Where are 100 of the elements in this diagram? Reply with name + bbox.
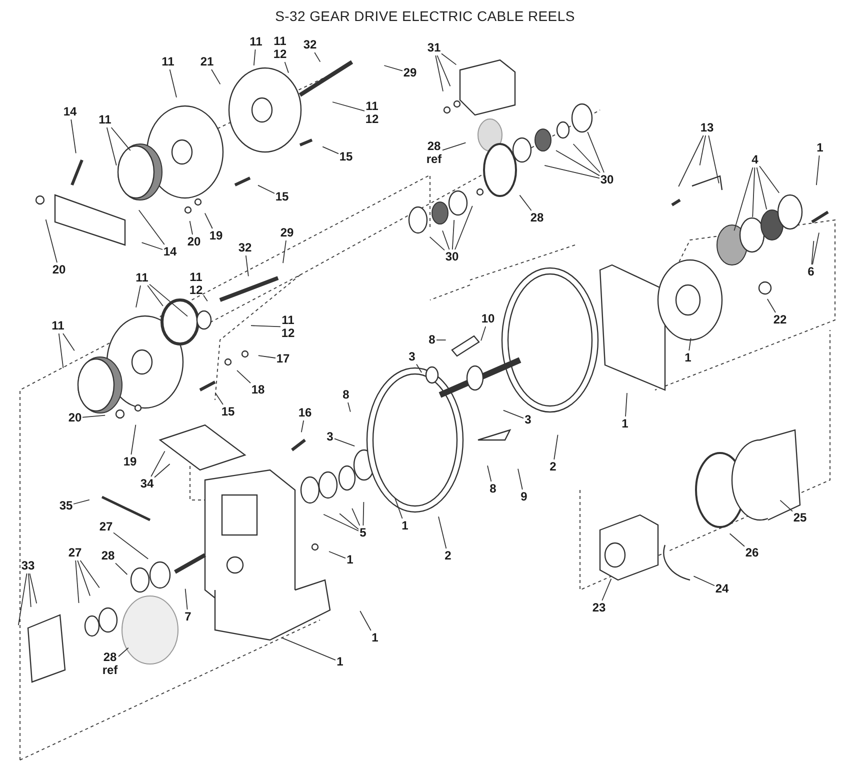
callout-number: 21 <box>200 55 214 69</box>
callout-number: 28 ref <box>426 140 442 166</box>
leader-line <box>442 142 466 151</box>
leader-line <box>556 150 600 176</box>
callout-number: 11 <box>98 113 112 127</box>
callout-number: 16 <box>298 406 312 420</box>
callout-number: 28 <box>530 211 544 225</box>
leader-line <box>300 420 304 433</box>
callout-number: 27 <box>68 546 82 560</box>
leader-line <box>339 513 359 530</box>
callout-number: 8 <box>428 333 436 347</box>
leader-line <box>441 53 457 66</box>
leader-line <box>204 212 213 229</box>
leader-line <box>314 52 321 62</box>
callout-number: 18 <box>251 383 265 397</box>
leader-line <box>282 240 286 264</box>
callout-number: 15 <box>221 405 235 419</box>
callout-number: 14 <box>163 245 177 259</box>
callout-number: 29 <box>403 66 417 80</box>
callout-number: 11 <box>250 35 262 49</box>
leader-line <box>554 434 558 460</box>
leader-line <box>429 236 445 251</box>
leader-line <box>149 284 188 317</box>
leader-line <box>141 242 163 250</box>
leader-line <box>587 131 604 173</box>
callout-number: 20 <box>52 263 66 277</box>
callout-number: 11 12 <box>281 314 295 340</box>
leader-line <box>436 55 451 87</box>
leader-line <box>77 560 90 596</box>
callout-number: 7 <box>184 610 192 624</box>
callout-number: 20 <box>68 411 82 425</box>
leader-line <box>766 298 776 313</box>
leader-line <box>203 294 208 302</box>
leader-line <box>384 65 403 72</box>
callout-number: 1 <box>346 553 354 567</box>
leader-line <box>734 167 754 232</box>
leader-line <box>362 502 364 526</box>
callout-number: 11 <box>136 271 148 285</box>
leader-line <box>18 573 28 626</box>
callout-number: 3 <box>524 413 532 427</box>
leader-line <box>75 560 80 604</box>
leader-line <box>253 49 256 66</box>
callout-number: 29 <box>280 226 294 240</box>
leader-line <box>138 210 165 245</box>
callout-number: 32 <box>303 38 317 52</box>
callout-number: 25 <box>793 511 807 525</box>
leader-line <box>756 167 768 210</box>
callout-number: 20 <box>187 235 201 249</box>
leader-line <box>811 240 814 265</box>
leader-line <box>348 402 351 412</box>
leader-line <box>28 573 32 608</box>
leader-line <box>328 551 346 559</box>
callout-number: 30 <box>445 250 459 264</box>
leader-line <box>154 464 170 478</box>
leader-line <box>435 55 444 92</box>
leader-line <box>45 219 58 263</box>
leader-line <box>189 220 193 235</box>
leader-line <box>442 230 450 250</box>
callout-number: 23 <box>592 601 606 615</box>
callout-number: 28 <box>101 549 115 563</box>
leader-line <box>281 637 336 661</box>
leader-line <box>454 205 473 250</box>
callout-number: 1 <box>372 631 378 645</box>
leader-line <box>699 135 706 166</box>
callout-number: 11 12 <box>273 34 287 62</box>
callout-number: 26 <box>745 546 759 560</box>
callout-number: 1 <box>402 519 408 533</box>
leader-line <box>519 194 532 211</box>
leader-line <box>752 167 756 218</box>
leader-line <box>322 146 339 154</box>
leader-line <box>250 325 281 328</box>
leader-line <box>708 135 720 184</box>
leader-line <box>236 370 251 384</box>
callout-number: 17 <box>276 352 290 366</box>
callout-number: 11 12 <box>365 100 379 126</box>
callout-number: 14 <box>63 105 77 119</box>
callout-number: 22 <box>773 313 787 327</box>
leader-line <box>284 62 289 74</box>
leader-line <box>544 164 600 179</box>
leader-line <box>211 69 221 85</box>
leader-line <box>688 338 692 351</box>
leader-line <box>416 364 422 373</box>
callout-number: 27 <box>99 520 113 534</box>
leader-line <box>816 155 820 186</box>
callout-number: 13 <box>700 121 714 135</box>
callout-number: 2 <box>550 460 556 474</box>
leader-line <box>323 514 359 532</box>
callout-number: 31 <box>427 41 441 55</box>
leader-line <box>360 610 372 631</box>
leader-line <box>452 220 455 250</box>
callout-number: 5 <box>360 526 366 540</box>
callout-number: 11 <box>52 319 64 333</box>
leader-line <box>150 450 166 477</box>
leader-line <box>625 392 628 417</box>
callout-number: 28 ref <box>102 650 118 678</box>
leader-line <box>502 410 524 419</box>
leader-line <box>759 166 780 194</box>
callout-number: 4 <box>752 153 758 167</box>
callout-number: 8 <box>342 388 350 402</box>
leader-line <box>80 560 100 588</box>
